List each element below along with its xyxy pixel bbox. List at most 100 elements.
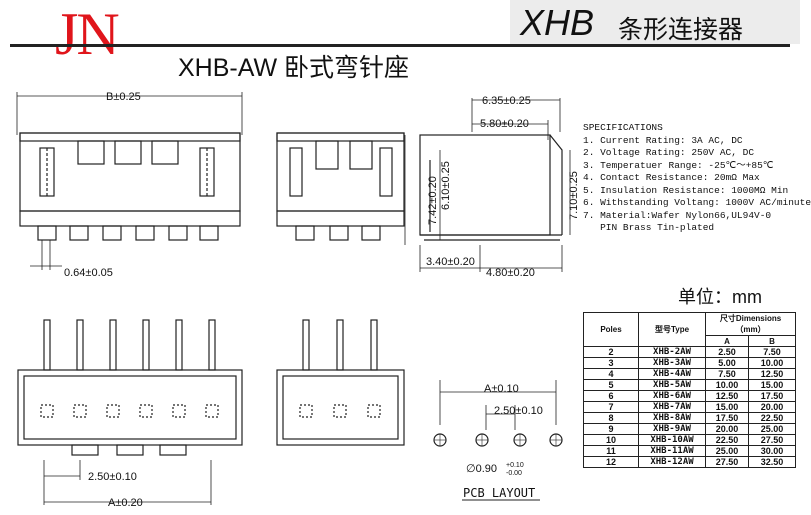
- table-cell-type: XHB-8AW: [638, 412, 706, 424]
- spec-item: PIN Brass Tin-plated: [583, 222, 715, 233]
- dim-h1: 7.42±0.20: [427, 176, 439, 225]
- table-cell-a: 20.00: [705, 423, 749, 435]
- table-cell-a: 15.00: [705, 401, 749, 413]
- table-cell-type: XHB-6AW: [638, 390, 706, 402]
- table-cell-type: XHB-11AW: [638, 445, 706, 457]
- dim-d2: 5.80±0.20: [480, 118, 529, 130]
- table-cell-b: 10.00: [748, 357, 796, 369]
- dim-hole-tol-plus: +0.10: [506, 462, 524, 469]
- dim-h2: 6.10±0.25: [440, 161, 452, 210]
- series-subtitle: 条形连接器: [618, 16, 744, 44]
- series-title: XHB: [520, 2, 595, 43]
- table-cell-poles: 5: [583, 379, 639, 391]
- dim-pin-width: 0.64±0.05: [64, 267, 113, 279]
- dim-hole-tol-minus: -0.00: [506, 470, 522, 477]
- table-cell-b: 22.50: [748, 412, 796, 424]
- table-cell-a: 7.50: [705, 368, 749, 380]
- spec-item: 5. Insulation Resistance: 1000MΩ Min: [583, 184, 789, 196]
- table-cell-b: 32.50: [748, 456, 796, 468]
- dim-a-pcb: A±0.10: [484, 383, 519, 395]
- col-header-poles: Poles: [583, 312, 639, 347]
- specifications-title: SPECIFICATIONS: [583, 122, 663, 133]
- side-profile: [404, 98, 571, 272]
- table-cell-poles: 8: [583, 412, 639, 424]
- table-cell-poles: 11: [583, 445, 639, 457]
- table-cell-type: XHB-12AW: [638, 456, 706, 468]
- table-cell-b: 15.00: [748, 379, 796, 391]
- table-cell-a: 12.50: [705, 390, 749, 402]
- col-header-type: 型号Type: [638, 312, 706, 347]
- header-rule: [10, 44, 790, 47]
- table-cell-type: XHB-5AW: [638, 379, 706, 391]
- pcb-layout: [433, 380, 563, 501]
- side-view-bottom: [276, 319, 405, 446]
- table-cell-poles: 9: [583, 423, 639, 435]
- table-cell-type: XHB-4AW: [638, 368, 706, 380]
- table-cell-a: 27.50: [705, 456, 749, 468]
- table-cell-b: 20.00: [748, 401, 796, 413]
- table-cell-a: 17.50: [705, 412, 749, 424]
- col-header-a: A: [705, 335, 749, 347]
- table-cell-a: 25.00: [705, 445, 749, 457]
- table-cell-poles: 3: [583, 357, 639, 369]
- table-cell-poles: 7: [583, 401, 639, 413]
- spec-item: 7. Material:Wafer Nylon66,UL94V-0: [583, 209, 772, 221]
- spec-item: 6. Withstanding Voltang: 1000V AC/minute: [583, 197, 811, 208]
- table-cell-poles: 4: [583, 368, 639, 380]
- model-title: XHB-AW 卧式弯针座: [178, 54, 410, 82]
- spec-item: 4. Contact Resistance: 20mΩ Max: [583, 172, 760, 183]
- table-cell-type: XHB-10AW: [638, 434, 706, 446]
- dim-b2: 4.80±0.20: [486, 267, 535, 279]
- table-cell-b: 25.00: [748, 423, 796, 435]
- table-cell-type: XHB-2AW: [638, 346, 706, 358]
- dim-b-width: B±0.25: [106, 91, 141, 103]
- dim-pitch-bottom: 2.50±0.10: [88, 471, 137, 483]
- dim-b1: 3.40±0.20: [426, 256, 475, 268]
- col-header-b: B: [748, 335, 796, 347]
- table-cell-b: 12.50: [748, 368, 796, 380]
- pcb-layout-label: PCB LAYOUT: [463, 486, 535, 500]
- dim-h3: 7.10±0.25: [568, 171, 580, 220]
- front-view-top: [16, 92, 243, 270]
- table-cell-poles: 2: [583, 346, 639, 358]
- brand-banner: [510, 0, 800, 44]
- brand-logo: JN: [55, 1, 120, 67]
- table-cell-type: XHB-3AW: [638, 357, 706, 369]
- spec-item: 3. Temperatuer Range: -25℃～+85℃: [583, 159, 774, 171]
- table-cell-type: XHB-7AW: [638, 401, 706, 413]
- dim-hole: ∅0.90: [466, 463, 497, 475]
- table-cell-b: 27.50: [748, 434, 796, 446]
- table-cell-a: 10.00: [705, 379, 749, 391]
- table-cell-b: 17.50: [748, 390, 796, 402]
- front-view-bottom: [17, 319, 243, 505]
- unit-label: 单位：mm: [678, 287, 762, 307]
- table-cell-poles: 12: [583, 456, 639, 468]
- dim-pitch-pcb: 2.50±0.10: [494, 405, 543, 417]
- spec-item: 2. Voltage Rating: 250V AC, DC: [583, 147, 755, 158]
- table-cell-a: 22.50: [705, 434, 749, 446]
- table-cell-type: XHB-9AW: [638, 423, 706, 435]
- spec-item: 1. Current Rating: 3A AC, DC: [583, 134, 743, 146]
- table-cell-a: 2.50: [705, 346, 749, 358]
- table-cell-b: 30.00: [748, 445, 796, 457]
- dim-a-bottom: A±0.20: [108, 497, 143, 509]
- side-view-middle: [276, 132, 405, 241]
- table-cell-b: 7.50: [748, 346, 796, 358]
- table-cell-poles: 10: [583, 434, 639, 446]
- table-cell-a: 5.00: [705, 357, 749, 369]
- col-header-dimensions: 尺寸Dimensions（mm）: [705, 312, 796, 336]
